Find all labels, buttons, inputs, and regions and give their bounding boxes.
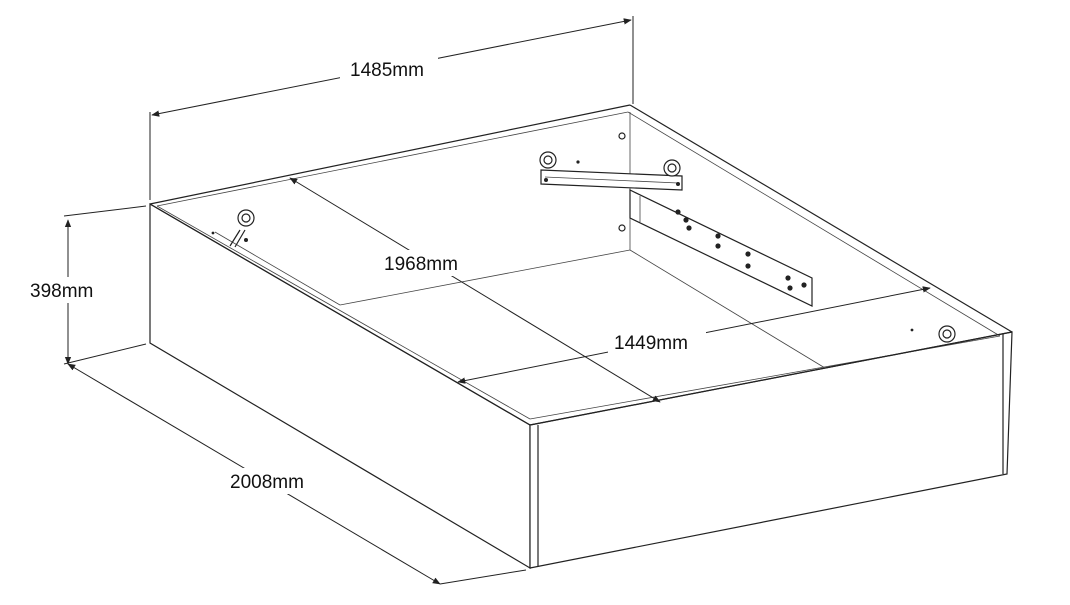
left-fitting <box>211 209 255 248</box>
label-height: 398mm <box>30 281 93 302</box>
gas-strut <box>539 151 683 191</box>
label-inner-width: 1449mm <box>614 333 688 354</box>
label-inner-length: 1968mm <box>384 254 458 275</box>
label-length: 2008mm <box>230 472 304 493</box>
support-beam <box>629 189 813 307</box>
label-width-top: 1485mm <box>350 60 424 81</box>
bed-frame <box>149 104 1013 570</box>
dimension-labels: 1485mm 1968mm 398mm 1449mm 2008mm <box>26 56 706 494</box>
right-fitting <box>910 325 956 343</box>
